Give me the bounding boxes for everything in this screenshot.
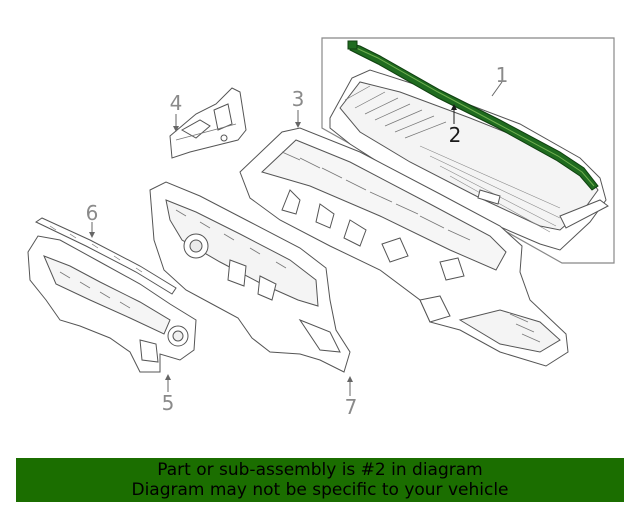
banner-line-2: Diagram may not be specific to your vehi…	[131, 480, 509, 500]
highlight-info-banner: Part or sub-assembly is #2 in diagram Di…	[16, 458, 624, 502]
callout-6: 6	[86, 201, 99, 225]
callout-3: 3	[292, 87, 305, 111]
part-6-insulator-strip[interactable]	[34, 217, 177, 295]
part-1-cowl-panel[interactable]	[329, 69, 609, 251]
callout-4: 4	[170, 91, 183, 115]
callout-5: 5	[162, 391, 175, 415]
part-2-cowl-seal[interactable]	[347, 40, 599, 191]
part-7-dash-panel[interactable]	[149, 181, 351, 373]
part-5-dash-insulator[interactable]	[27, 235, 197, 373]
part-3-dash-crossmember[interactable]	[239, 127, 569, 367]
callout-1: 1	[496, 63, 509, 87]
banner-line-1: Part or sub-assembly is #2 in diagram	[157, 460, 483, 480]
part-4-bracket[interactable]	[169, 87, 247, 159]
part-1-frame	[321, 37, 615, 264]
callout-7: 7	[345, 395, 358, 419]
leader-lines	[89, 81, 503, 396]
callout-2: 2	[449, 123, 462, 147]
